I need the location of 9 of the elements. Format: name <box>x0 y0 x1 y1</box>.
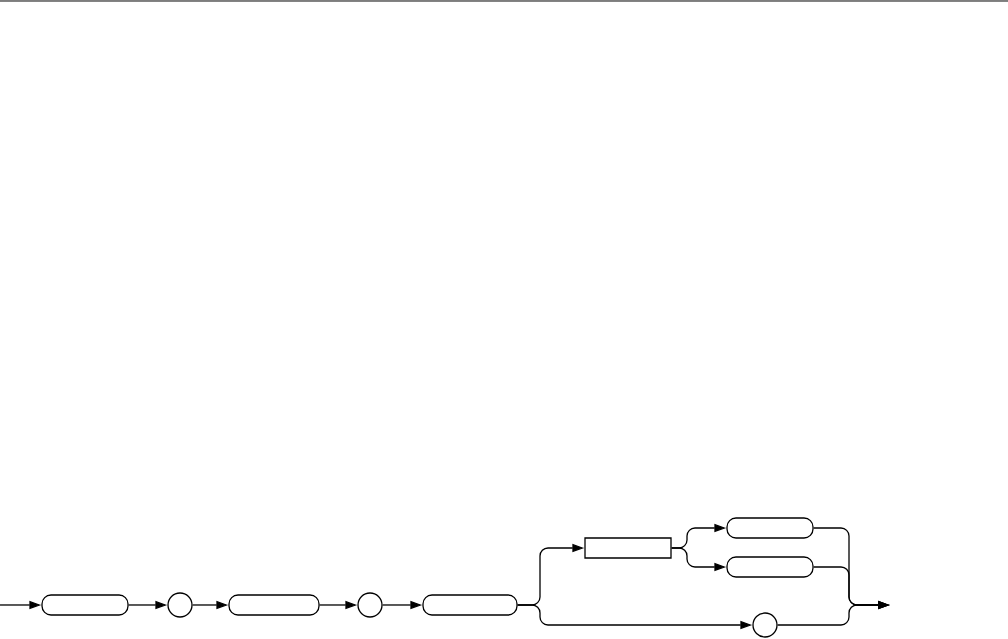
rounded-box <box>726 517 814 539</box>
rounded-box <box>726 556 814 578</box>
rounded-box <box>422 594 518 616</box>
rectangle-box <box>584 537 672 559</box>
rounded-box <box>41 594 129 616</box>
circle <box>167 592 193 618</box>
rounded-box <box>228 594 320 616</box>
circle <box>357 592 383 618</box>
circle <box>752 612 778 638</box>
